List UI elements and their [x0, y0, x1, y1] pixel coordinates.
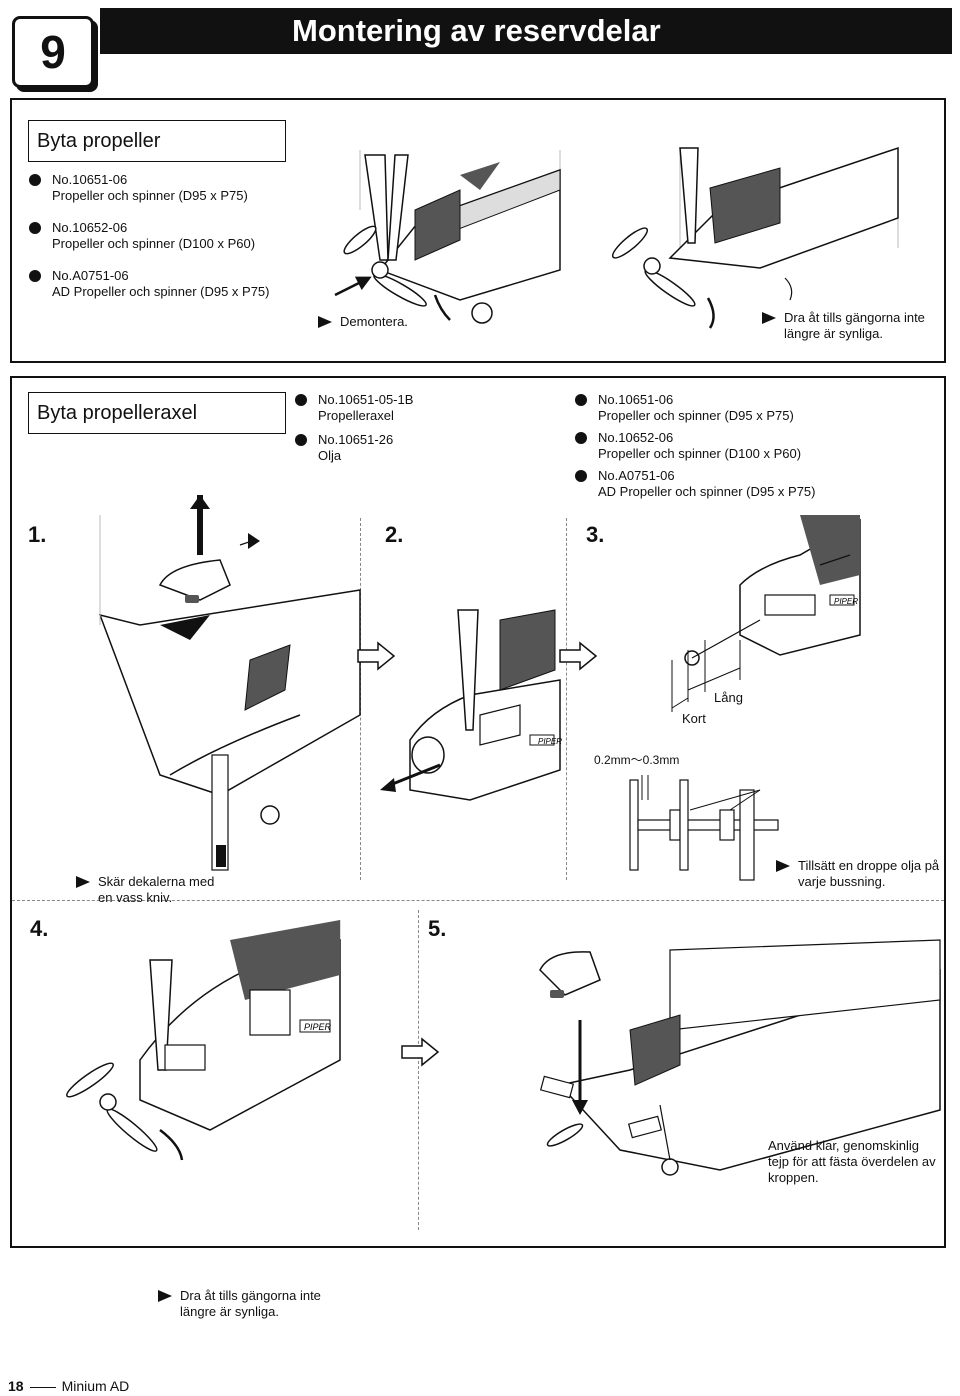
bullet-dot-icon [575, 394, 587, 406]
step-arrow-icon [401, 1037, 440, 1067]
note-cut-decals: Skär dekalerna med en vass kniv. [76, 874, 216, 906]
pliers-icon [457, 609, 479, 731]
step-5-number: 5. [428, 916, 447, 941]
section-shaft-parts-b: No.10651-06 Propeller och spinner (D95 x… [572, 392, 932, 512]
bullet-dot-icon [575, 432, 587, 444]
label-short: Kort [682, 711, 706, 726]
note-remove: Demontera. [318, 314, 468, 330]
section-shaft-title-text: Byta propelleraxel [37, 402, 198, 424]
product-name: Minium AD [61, 1378, 130, 1394]
bullet-dot-icon [295, 434, 307, 446]
note-oil: Tillsätt en droppe olja på varje bussnin… [776, 858, 941, 890]
section-propeller-title-text: Byta propeller [37, 130, 161, 152]
note-tighten-1: Dra åt tills gängorna inte längre är syn… [762, 310, 932, 342]
part-item: No.10651-26 Olja [292, 432, 532, 464]
part-item: No.10651-05-1B Propelleraxel [292, 392, 532, 424]
step-3-illustration: PIPER [684, 515, 861, 666]
page-title-bar: Montering av reservdelar [100, 8, 952, 54]
decal-text: PIPER [834, 597, 858, 606]
step-1-number: 1. [28, 522, 47, 547]
label-long: Lång [714, 690, 743, 705]
step-5-illustration [539, 939, 941, 1176]
bullet-dot-icon [29, 222, 41, 234]
decal-text: PIPER [304, 1022, 332, 1032]
step-4-illustration: PIPER [66, 920, 341, 1161]
part-item: No.10652-06 Propeller och spinner (D100 … [572, 430, 932, 462]
divider [566, 518, 567, 880]
footer-dash [29, 1386, 56, 1388]
step-2-number: 2. [385, 522, 404, 547]
page-title: Montering av reservdelar [292, 13, 661, 48]
section-shaft-parts-a: No.10651-05-1B Propelleraxel No.10651-26… [292, 392, 532, 476]
part-item: No.10651-06 Propeller och spinner (D95 x… [572, 392, 932, 424]
bullet-dot-icon [29, 270, 41, 282]
step-3-number: 3. [586, 522, 605, 547]
divider [12, 900, 944, 901]
step-4-number: 4. [30, 916, 49, 941]
pliers-icon [364, 154, 409, 261]
section-propeller-title: Byta propeller [28, 120, 286, 162]
note-tape: Använd klar, genomskinlig tejp för att f… [768, 1138, 936, 1185]
section-shaft-title: Byta propelleraxel [28, 392, 286, 434]
note-triangle-icon [158, 1290, 172, 1302]
chapter-number-box: 9 [12, 16, 94, 88]
part-item: No.10651-06 Propeller och spinner (D95 x… [26, 172, 306, 204]
shaft-detail-illustration [629, 775, 779, 881]
step-2-illustration: PIPER [380, 609, 562, 801]
section-propeller-parts: No.10651-06 Propeller och spinner (D95 x… [26, 172, 306, 312]
step-1-illustration [98, 495, 361, 871]
note-triangle-icon [318, 316, 332, 328]
remove-propeller-illustration [334, 150, 561, 324]
step-arrow-icon [357, 641, 396, 671]
note-triangle-icon [76, 876, 90, 888]
install-propeller-illustration [611, 146, 899, 329]
page-footer: 18 Minium AD [8, 1378, 129, 1394]
bullet-dot-icon [575, 470, 587, 482]
note-triangle-icon [776, 860, 790, 872]
note-triangle-icon [762, 312, 776, 324]
chapter-number: 9 [40, 26, 66, 78]
bullet-dot-icon [295, 394, 307, 406]
decal-text: PIPER [538, 737, 562, 746]
divider [418, 910, 419, 1230]
pliers-icon [679, 147, 699, 244]
page-number: 18 [8, 1378, 24, 1394]
rotate-arrow-icon [411, 736, 445, 774]
bullet-dot-icon [29, 174, 41, 186]
part-item: No.A0751-06 AD Propeller och spinner (D9… [26, 268, 306, 300]
part-item: No.A0751-06 AD Propeller och spinner (D9… [572, 468, 932, 500]
shaft-dimension-lines [671, 640, 741, 712]
part-item: No.10652-06 Propeller och spinner (D100 … [26, 220, 306, 252]
note-tighten-2: Dra åt tills gängorna inte längre är syn… [158, 1288, 328, 1320]
step-arrow-icon [559, 641, 598, 671]
gap-label: 0.2mm〜0.3mm [594, 753, 680, 767]
